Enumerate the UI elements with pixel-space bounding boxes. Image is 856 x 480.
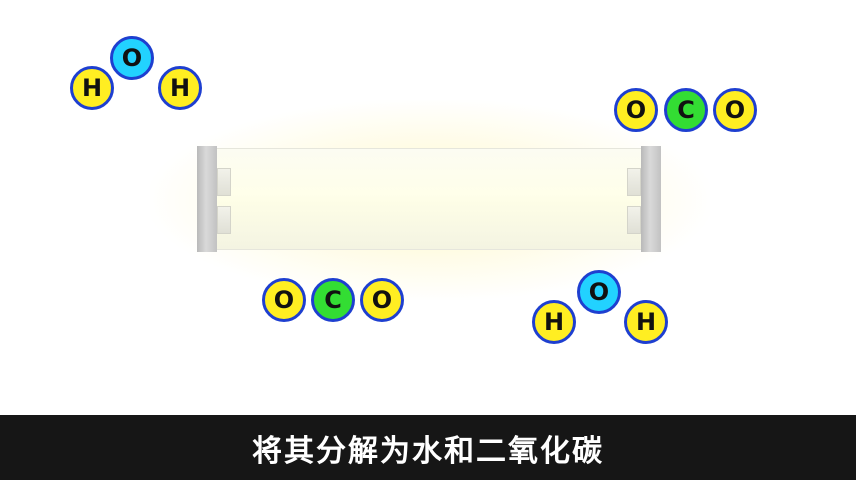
oxygen-atom: O	[110, 36, 154, 80]
lamp-glass	[217, 148, 641, 250]
hydrogen-atom: H	[158, 66, 202, 110]
hydrogen-atom: H	[70, 66, 114, 110]
oxygen-atom: O	[713, 88, 757, 132]
oxygen-atom: O	[360, 278, 404, 322]
carbon-atom: C	[311, 278, 355, 322]
carbon-atom: C	[664, 88, 708, 132]
subtitle-bar: 将其分解为水和二氧化碳	[0, 415, 856, 480]
lamp-end-cap-left	[197, 146, 217, 252]
lamp-end-cap-right	[641, 146, 661, 252]
uv-lamp-tube	[197, 146, 661, 252]
oxygen-atom: O	[262, 278, 306, 322]
hydrogen-atom: H	[532, 300, 576, 344]
lamp-pin-right-bottom	[627, 206, 641, 234]
lamp-pin-right-top	[627, 168, 641, 196]
hydrogen-atom: H	[624, 300, 668, 344]
oxygen-atom: O	[577, 270, 621, 314]
lamp-pin-left-top	[217, 168, 231, 196]
oxygen-atom: O	[614, 88, 658, 132]
subtitle-text: 将其分解为水和二氧化碳	[252, 433, 604, 469]
lamp-pin-left-bottom	[217, 206, 231, 234]
